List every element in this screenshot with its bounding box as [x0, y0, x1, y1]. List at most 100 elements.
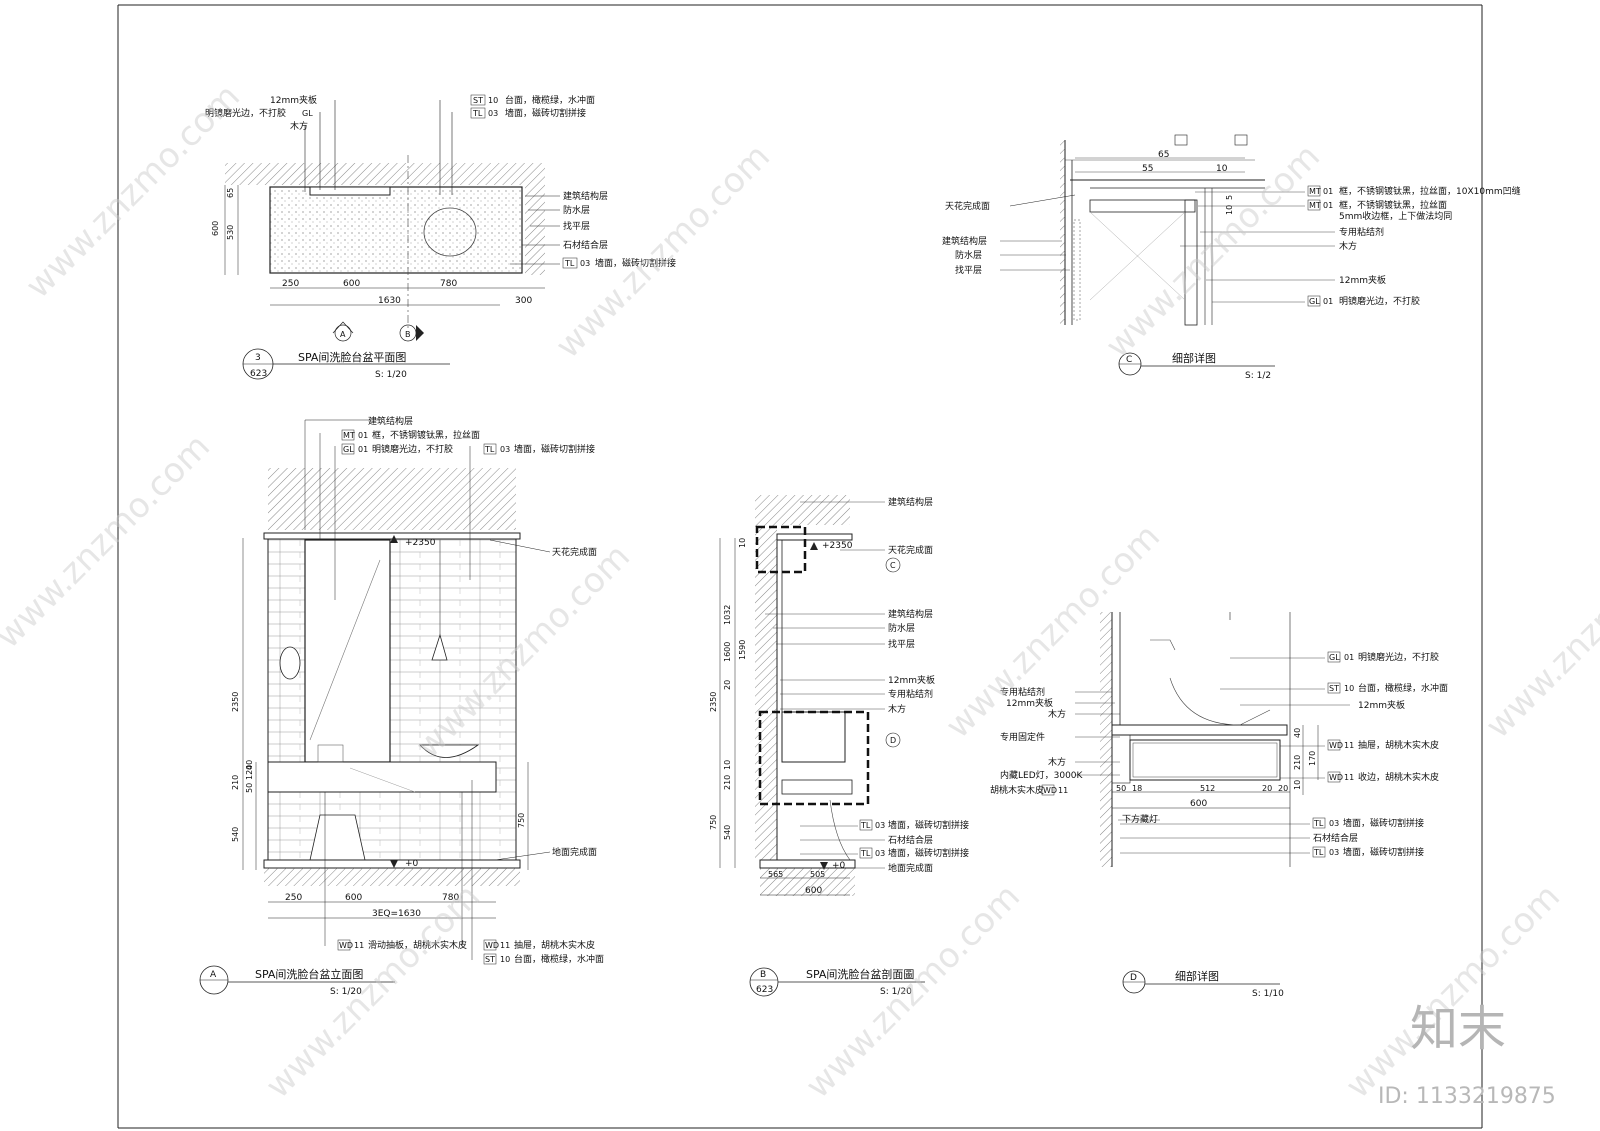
sect-b-dim-565: 565	[768, 870, 783, 879]
sect-b-dim-1600: 1600	[723, 642, 732, 662]
sect-b-btag1-code: TL	[860, 821, 871, 830]
sect-b-callout-c	[885, 557, 901, 573]
plan-basin	[423, 207, 477, 257]
sect-b-scale: S: 1/20	[880, 987, 912, 997]
sect-b-title-letter: B	[760, 970, 766, 980]
detail-c-structure: 建筑结构层	[942, 235, 987, 247]
detail-d-rtag2-code: ST	[1329, 684, 1339, 693]
elev-a-title-letter: A	[210, 970, 217, 980]
detail-d-dim-600: 600	[1190, 799, 1207, 809]
elev-a-tag-gl-no: 01	[358, 445, 368, 454]
sect-b-floor-slab	[760, 868, 855, 896]
elev-a-btag3: 台面，橄榄绿，水冲面	[514, 953, 604, 965]
elev-a-level-bottom: +0	[405, 859, 419, 869]
elev-a-tag-tl-text: 墙面，磁砖切割拼接	[514, 443, 595, 455]
detail-c-dim-10v: 10	[1225, 205, 1234, 215]
elev-a-tag-mt-text: 框，不锈钢镀钛黑，拉丝面	[372, 429, 480, 441]
sect-b-level-bottom: +0	[832, 861, 846, 871]
elev-a-tag-tl: TL	[484, 445, 495, 454]
elev-a-floor-label: 地面完成面	[552, 846, 597, 858]
detail-c-dim-55: 55	[1142, 164, 1153, 174]
plan-layer-waterproof: 防水层	[563, 204, 590, 216]
detail-d-rtag6-no: 03	[1329, 819, 1339, 828]
sect-b-label-5: 找平层	[888, 638, 915, 650]
detail-d-left-2: 12mm夹板	[1006, 697, 1053, 709]
detail-d-rtag1-code: GL	[1329, 653, 1340, 662]
plan-label-plywood: 12mm夹板	[270, 94, 317, 106]
sect-b-dim-1590: 1590	[738, 640, 747, 660]
plan-dim-250: 250	[282, 279, 299, 289]
elev-a-dim-b780: 780	[442, 893, 459, 903]
detail-c-tag7-no: 01	[1323, 297, 1333, 306]
elev-a-btag2-no: 11	[500, 941, 510, 950]
detail-d-dim-40: 40	[1293, 728, 1302, 738]
plan-view: 12mm夹板 明镜磨光边，不打胶 GL 木方 ST 10 台面，橄榄绿，水冲面 …	[205, 94, 676, 380]
plan-wall-tag: TL	[564, 259, 575, 268]
detail-d-title-letter: D	[1130, 973, 1137, 983]
detail-d-drawer	[1129, 739, 1281, 781]
elev-a-tag-structure: 建筑结构层	[368, 415, 413, 427]
elev-a-round-mirror	[279, 646, 301, 680]
elev-a-tag-mt-no: 01	[358, 431, 368, 440]
plan-marker-b-label: B	[405, 330, 411, 339]
plan-title-ref: 623	[250, 369, 267, 379]
sect-b-btag3-code: TL	[860, 849, 871, 858]
detail-d-left-3: 木方	[1048, 708, 1066, 720]
detail-c-waterproof: 防水层	[955, 249, 982, 261]
plan-dim-65v: 65	[226, 188, 235, 198]
detail-d-dim-20b: 20	[1278, 784, 1288, 793]
section-b: C D +2350 +0 建筑结构层 天花完成面 建筑结构层 防水层 找平层 1…	[709, 495, 969, 997]
detail-d-left-7: 胡桃木实木皮	[990, 784, 1044, 796]
plan-counter	[269, 186, 523, 274]
detail-c-leveling: 找平层	[955, 264, 982, 276]
sect-b-btag2: 石材结合层	[888, 834, 933, 846]
watermark-9: www.znzmo.com	[798, 876, 1028, 1106]
detail-d-scale: S: 1/10	[1252, 989, 1284, 999]
plan-tag-st: ST	[473, 96, 483, 105]
plan-tag-tl: TL	[472, 109, 483, 118]
elev-a-counter	[267, 761, 497, 793]
detail-d-left-1: 专用粘结剂	[1000, 686, 1045, 698]
sect-b-callout-c-box	[755, 525, 807, 574]
sect-b-btag4: 地面完成面	[888, 862, 933, 874]
plan-layer-leveling: 找平层	[563, 220, 590, 232]
elev-a-slab	[268, 468, 516, 530]
detail-d-right-tags: GL 01 明镜磨光边，不打胶 ST 10 台面，橄榄绿，水冲面 12mm夹板 …	[1120, 651, 1448, 858]
elev-a-dim-b250: 250	[285, 893, 302, 903]
sect-b-dim-20: 20	[723, 680, 732, 690]
sect-b-callout-d-box	[758, 710, 870, 806]
sect-b-label-7: 专用粘结剂	[888, 688, 933, 700]
sect-b-btag3-no: 03	[875, 849, 885, 858]
sect-b-btag3: 墙面，磁砖切割拼接	[888, 847, 969, 859]
detail-c-tag1: 框，不锈钢镀钛黑，拉丝面，10X10mm凹缝	[1339, 185, 1521, 197]
detail-c-tag1-no: 01	[1323, 187, 1333, 196]
detail-c-frame	[1089, 199, 1196, 213]
elev-a-dim-750: 750	[517, 813, 526, 828]
elev-a-btag2: 抽屉，胡桃木实木皮	[514, 939, 595, 951]
detail-d-rtag4: 抽屉，胡桃木实木皮	[1358, 739, 1439, 751]
sect-b-dim-600: 600	[805, 886, 822, 896]
brand-logo: 知末	[1410, 1001, 1506, 1057]
detail-c-title-letter: C	[1126, 355, 1132, 365]
elev-a-dim-2350: 2350	[231, 692, 240, 712]
plan-dim-600: 600	[343, 279, 360, 289]
detail-c-upright	[1184, 199, 1198, 326]
elev-a-title: SPA间洗脸台盆立面图	[255, 967, 363, 981]
elev-a-btag1-code: WD	[339, 941, 353, 950]
sect-b-dim-2350: 2350	[709, 692, 718, 712]
detail-c-dim-5: 5	[1225, 195, 1234, 200]
sect-b-btag1-no: 03	[875, 821, 885, 830]
sect-b-dim-750: 750	[709, 815, 718, 830]
elev-a-scale: S: 1/20	[330, 987, 362, 997]
detail-c-tag3: 5mm收边框，上下做法均同	[1339, 210, 1452, 222]
elev-a-dim-40: 40	[245, 760, 254, 770]
watermark-4: www.znzmo.com	[0, 426, 218, 656]
detail-c-title: 细部详图	[1172, 351, 1216, 365]
plan-dim-300: 300	[515, 296, 532, 306]
detail-d-dim-20a: 20	[1262, 784, 1272, 793]
detail-d-rtag8: 墙面，磁砖切割拼接	[1343, 846, 1424, 858]
elev-a-tag-gl: GL	[343, 445, 354, 454]
plan-dim-530v: 530	[226, 225, 235, 240]
sect-b-label-2: 天花完成面	[888, 544, 933, 556]
